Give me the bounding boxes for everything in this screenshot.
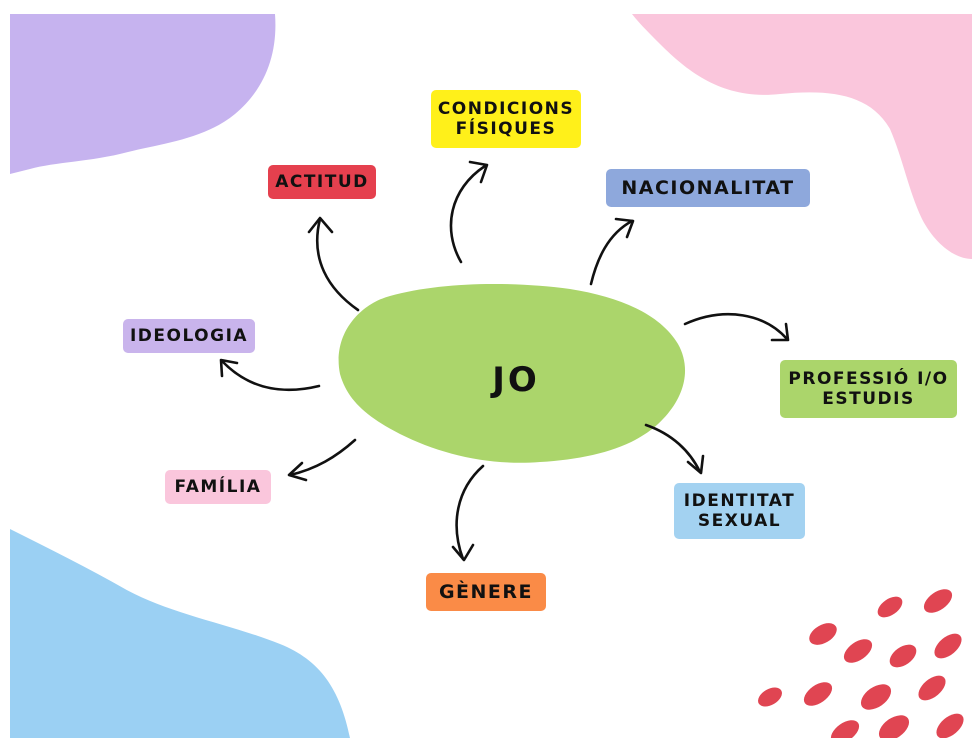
arrow-identitat-head bbox=[686, 454, 705, 475]
pink-blob bbox=[632, 14, 972, 259]
red-dot bbox=[758, 687, 782, 707]
diagram-frame: JO CONDICIONS FÍSIQUES ACTITUD NACIONALI… bbox=[10, 14, 972, 738]
node-condicions: CONDICIONS FÍSIQUES bbox=[431, 90, 581, 148]
red-dot bbox=[923, 589, 953, 613]
arrow-familia-head bbox=[287, 461, 308, 482]
arrow-identitat bbox=[644, 423, 702, 474]
red-dot bbox=[878, 715, 910, 738]
red-dot bbox=[830, 720, 860, 738]
arrow-genere bbox=[455, 464, 485, 561]
node-ideologia: IDEOLOGIA bbox=[123, 319, 255, 353]
arrow-condicions bbox=[449, 164, 487, 264]
blue-blob bbox=[10, 529, 350, 738]
red-dot bbox=[918, 675, 946, 701]
node-professio: PROFESSIÓ I/O ESTUDIS bbox=[780, 360, 957, 418]
arrow-professio-head bbox=[770, 322, 790, 342]
node-nacionalitat: NACIONALITAT bbox=[606, 169, 810, 207]
node-actitud: ACTITUD bbox=[268, 165, 376, 199]
arrow-professio bbox=[683, 312, 789, 341]
red-dot bbox=[936, 713, 964, 738]
center-label: JO bbox=[492, 360, 540, 400]
red-dot bbox=[934, 633, 962, 659]
arrow-ideologia-head bbox=[219, 358, 239, 378]
arrow-condicions-head bbox=[468, 160, 489, 184]
node-genere: GÈNERE bbox=[426, 573, 546, 611]
center-blob bbox=[338, 283, 686, 463]
node-identitat: IDENTITAT SEXUAL bbox=[674, 483, 805, 539]
red-dot bbox=[843, 639, 873, 663]
arrow-ideologia bbox=[220, 359, 321, 392]
red-dot bbox=[860, 684, 892, 710]
arrow-genere-head bbox=[451, 543, 475, 562]
red-dot bbox=[877, 596, 903, 618]
arrow-actitud-head bbox=[307, 216, 334, 234]
red-dots bbox=[758, 589, 964, 738]
red-dot bbox=[803, 682, 833, 706]
arrow-nacionalitat bbox=[589, 219, 634, 286]
node-familia: FAMÍLIA bbox=[165, 470, 271, 504]
decorations bbox=[10, 14, 972, 738]
arrows bbox=[219, 160, 790, 562]
purple-blob bbox=[10, 14, 276, 174]
red-dot bbox=[889, 644, 917, 668]
arrow-familia bbox=[288, 438, 357, 477]
red-dot bbox=[809, 623, 837, 645]
arrow-nacionalitat-head bbox=[614, 217, 635, 239]
arrow-actitud bbox=[315, 217, 360, 312]
